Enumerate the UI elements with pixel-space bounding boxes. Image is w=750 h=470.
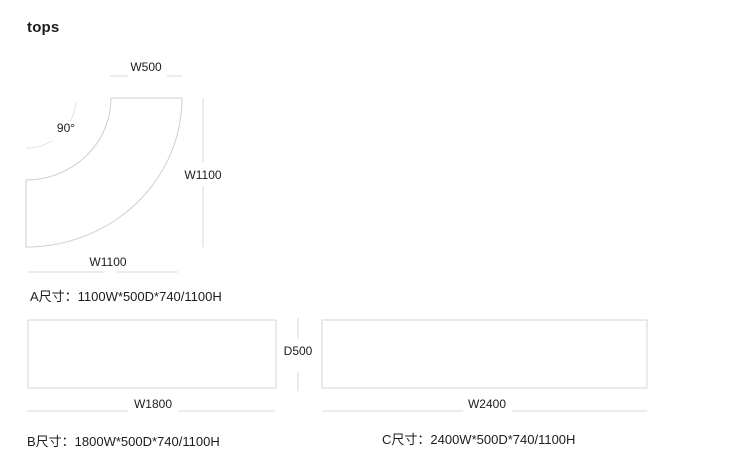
label-d500: D500 <box>283 344 313 358</box>
caption-size-a: A尺寸：1100W*500D*740/1100H <box>30 289 222 304</box>
label-w2400: W2400 <box>467 397 507 411</box>
caption-size-c: C尺寸：2400W*500D*740/1100H <box>382 432 576 447</box>
label-w1100-right: W1100 <box>184 168 222 182</box>
label-angle-90: 90° <box>56 121 76 135</box>
caption-size-b: B尺寸：1800W*500D*740/1100H <box>27 434 220 449</box>
angle-arc-segment-upper <box>69 102 77 122</box>
label-w1800: W1800 <box>133 397 173 411</box>
label-w1100-bottom: W1100 <box>89 255 127 269</box>
panel-b-outline <box>27 319 277 389</box>
corner-top-outline <box>25 97 183 248</box>
angle-arc-segment-lower <box>25 139 53 149</box>
page-title: tops <box>27 19 60 36</box>
panel-c-outline <box>321 319 648 389</box>
label-w500: W500 <box>130 60 162 74</box>
